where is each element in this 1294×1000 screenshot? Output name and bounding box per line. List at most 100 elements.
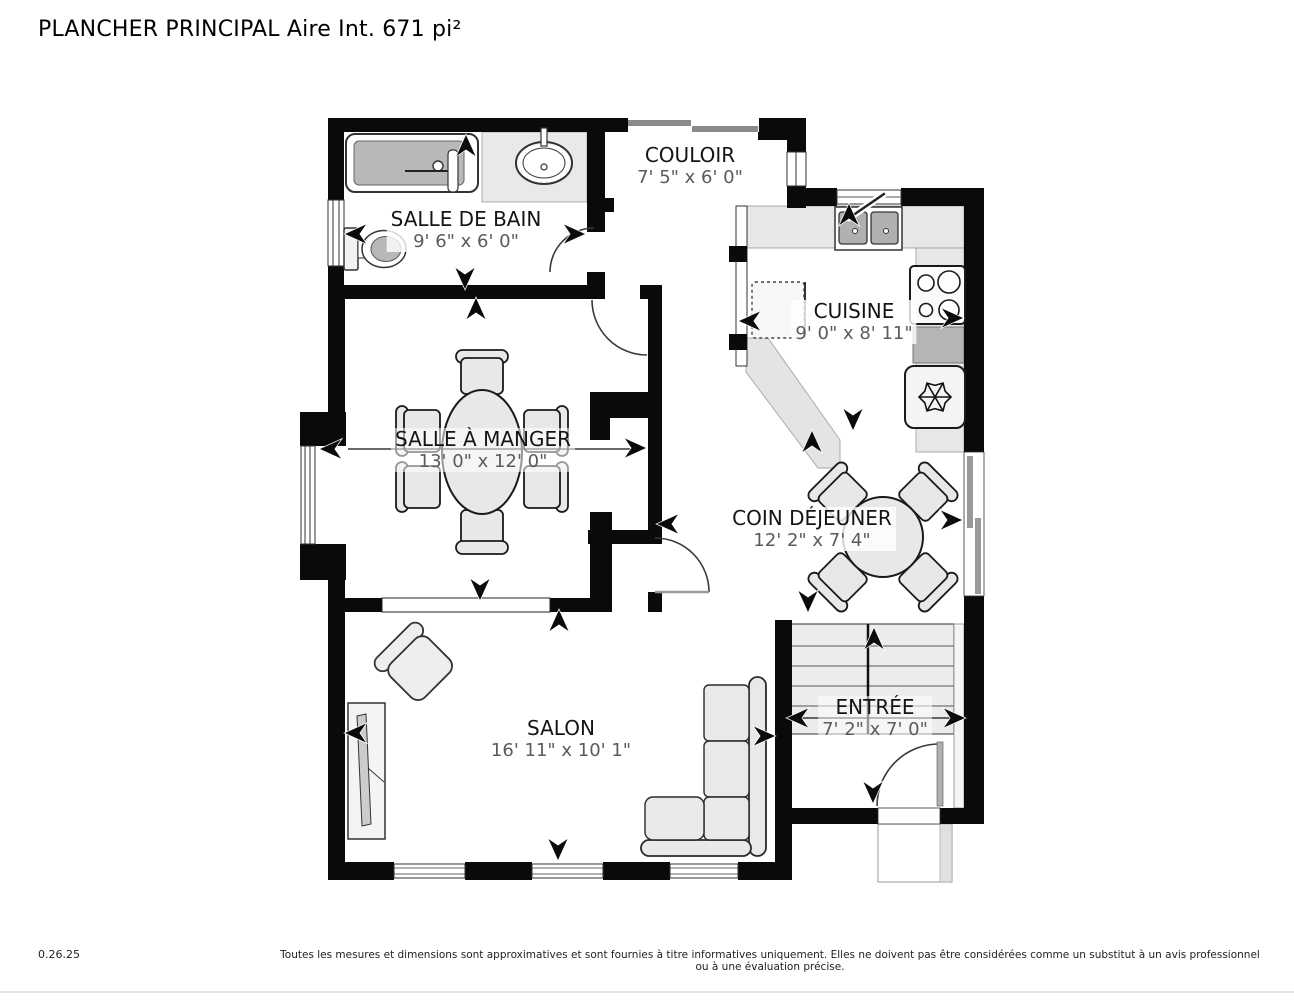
- snowflake-icon-part: [924, 382, 946, 412]
- walls-part: [465, 862, 532, 880]
- room-dims: 13' 0" x 12' 0": [418, 451, 548, 472]
- breakfast-chair-icon: [898, 552, 959, 613]
- walls-part: [758, 118, 790, 140]
- walls-part: [300, 544, 346, 580]
- room-dims: 7' 2" x 7' 0": [822, 719, 928, 740]
- tv-console-icon: [347, 702, 386, 840]
- walls-part: [775, 620, 792, 880]
- patio-sliding-door-icon-part: [967, 456, 973, 528]
- measure-arrow-left-icon: [737, 309, 763, 333]
- vanity-sink-icon: [515, 127, 573, 185]
- room-dims: 16' 11" x 10' 1": [490, 740, 632, 761]
- dining-door-swing-icon: [591, 299, 648, 356]
- measure-arrow-down-icon: [861, 779, 885, 805]
- refrigerator-icon: [904, 365, 966, 429]
- kitchen-half-wall-part: [735, 205, 748, 367]
- bathtub-icon-part: [353, 140, 465, 186]
- bathtub-icon-part: [432, 160, 444, 172]
- sectional-sofa-icon-part-part: [703, 796, 750, 841]
- windows-part: [393, 863, 466, 879]
- dining-chair-icon: [460, 357, 504, 395]
- walls-part: [738, 862, 792, 880]
- walls-part: [648, 299, 662, 544]
- measure-arrow-down-icon: [468, 576, 492, 602]
- footer-disclaimer: Toutes les mesures et dimensions sont ap…: [280, 949, 1260, 973]
- bathtub-icon: [345, 133, 479, 193]
- windows-part: [381, 597, 551, 613]
- room-name: COIN DÉJEUNER: [732, 506, 892, 530]
- kitchen-counters-part: [745, 337, 841, 469]
- walls-part: [787, 118, 806, 152]
- measure-arrow-up-icon: [800, 429, 824, 455]
- walls-part: [603, 862, 670, 880]
- kitchen-sink-icon-part: [883, 228, 889, 234]
- walls-part: [787, 188, 837, 206]
- snowflake-icon-part-part: [934, 402, 946, 412]
- measure-arrow-right-icon: [622, 436, 648, 460]
- room-label-couloir: COULOIR 7' 5" x 6' 0": [633, 144, 747, 188]
- measure-arrow-up-icon: [862, 626, 886, 652]
- windows-part: [877, 807, 941, 825]
- porch-step-part: [877, 823, 953, 883]
- walls-part: [328, 285, 345, 412]
- stove-icon-part: [917, 274, 935, 292]
- measure-arrow-right-icon: [561, 222, 587, 246]
- closet-door-swing-icon: [654, 537, 710, 593]
- measure-arrow-right-icon: [941, 706, 967, 730]
- kitchen-half-wall: [729, 205, 748, 367]
- measure-arrow-up-icon: [547, 608, 571, 634]
- walls-part: [901, 188, 984, 206]
- room-name: SALON: [527, 716, 595, 740]
- room-name: ENTRÉE: [835, 695, 915, 719]
- sectional-sofa-icon-part: [748, 676, 767, 857]
- room-dims: 9' 0" x 8' 11": [795, 323, 913, 344]
- room-label-salle-a-manger: SALLE À MANGER 13' 0" x 12' 0": [391, 428, 575, 472]
- toilet-icon: [343, 227, 407, 271]
- windows-part: [531, 863, 604, 879]
- measure-arrow-up-icon: [837, 202, 861, 228]
- walls-part: [328, 132, 344, 200]
- measure-arrow-right-icon: [751, 724, 777, 748]
- measure-arrow-down-icon: [841, 406, 865, 432]
- tv-console-icon-part: [367, 767, 385, 783]
- room-dims: 9' 6" x 6' 0": [413, 231, 519, 252]
- walls-part: [605, 198, 614, 212]
- measure-arrow-down-icon: [453, 265, 477, 291]
- walls-part: [550, 598, 612, 612]
- walls-part: [587, 132, 605, 232]
- walls-part: [964, 188, 984, 452]
- porch-step-part: [939, 823, 953, 883]
- snowflake-icon-part-part: [924, 382, 936, 392]
- windows: [300, 118, 941, 879]
- snowflake-icon-part-part: [944, 390, 953, 404]
- measure-arrow-right-icon: [938, 508, 964, 532]
- bathtub-icon-part: [447, 149, 459, 193]
- windows-part: [669, 863, 739, 879]
- breakfast-chair-icon: [898, 461, 959, 522]
- measure-arrow-left-icon: [655, 512, 681, 536]
- measure-arrows: [318, 133, 967, 862]
- kitchen-sink-icon-part: [870, 211, 899, 245]
- dining-chair-icon: [523, 465, 561, 509]
- armchair-icon: [373, 621, 453, 701]
- bathroom-door-swing-icon: [549, 227, 595, 273]
- walls-part: [940, 808, 984, 824]
- snowflake-icon-part-part: [934, 382, 946, 392]
- walls-part: [964, 596, 984, 824]
- stove-icon-part: [937, 270, 961, 294]
- windows-part: [300, 445, 316, 545]
- walls-part: [640, 285, 662, 299]
- measure-arrow-left-icon: [785, 706, 811, 730]
- room-label-salle-de-bain: SALLE DE BAIN 9' 6" x 6' 0": [386, 208, 546, 252]
- walls: [300, 118, 984, 880]
- vanity-sink-icon-part: [522, 147, 566, 179]
- sectional-sofa-icon-part-part: [644, 796, 705, 841]
- snowflake-icon: [917, 382, 953, 412]
- walls-part: [328, 285, 592, 299]
- doors: [549, 227, 944, 807]
- dining-chair-icon: [403, 465, 441, 509]
- entry-door-leaf: [936, 741, 944, 807]
- faucet-icon-part: [847, 192, 886, 220]
- room-label-coin-dejeuner: COIN DÉJEUNER 12' 2" x 7' 4": [728, 507, 896, 551]
- snowflake-icon-part-part: [924, 402, 936, 412]
